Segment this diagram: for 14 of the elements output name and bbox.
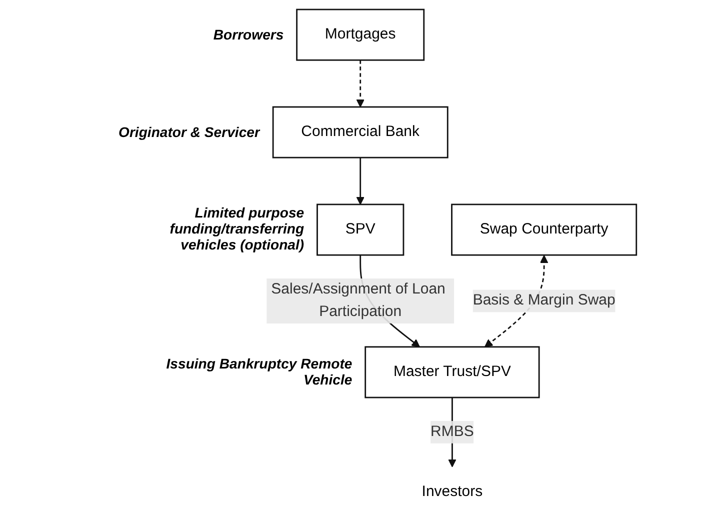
node-text: Investors — [422, 484, 483, 500]
annotation-text: Limited purpose funding/transferring vehicles (optional) — [168, 206, 304, 254]
node-box: Commercial Bank — [272, 106, 448, 158]
edge-label: RMBS — [430, 424, 474, 440]
annotation-text: Issuing Bankruptcy Remote Vehicle — [165, 356, 352, 388]
arrow — [356, 158, 365, 205]
node-box: SPV — [316, 204, 404, 256]
node-box: Master Trust/SPV — [364, 346, 540, 398]
edge-label: Basis & Margin Swap — [472, 292, 616, 308]
edge-label: Sales/Assignment of Loan Participation — [271, 281, 446, 320]
annotation-text: Borrowers — [213, 26, 284, 43]
node-box: Swap Counterparty — [451, 204, 638, 256]
arrow — [356, 60, 365, 108]
node-box: Mortgages — [296, 8, 425, 61]
